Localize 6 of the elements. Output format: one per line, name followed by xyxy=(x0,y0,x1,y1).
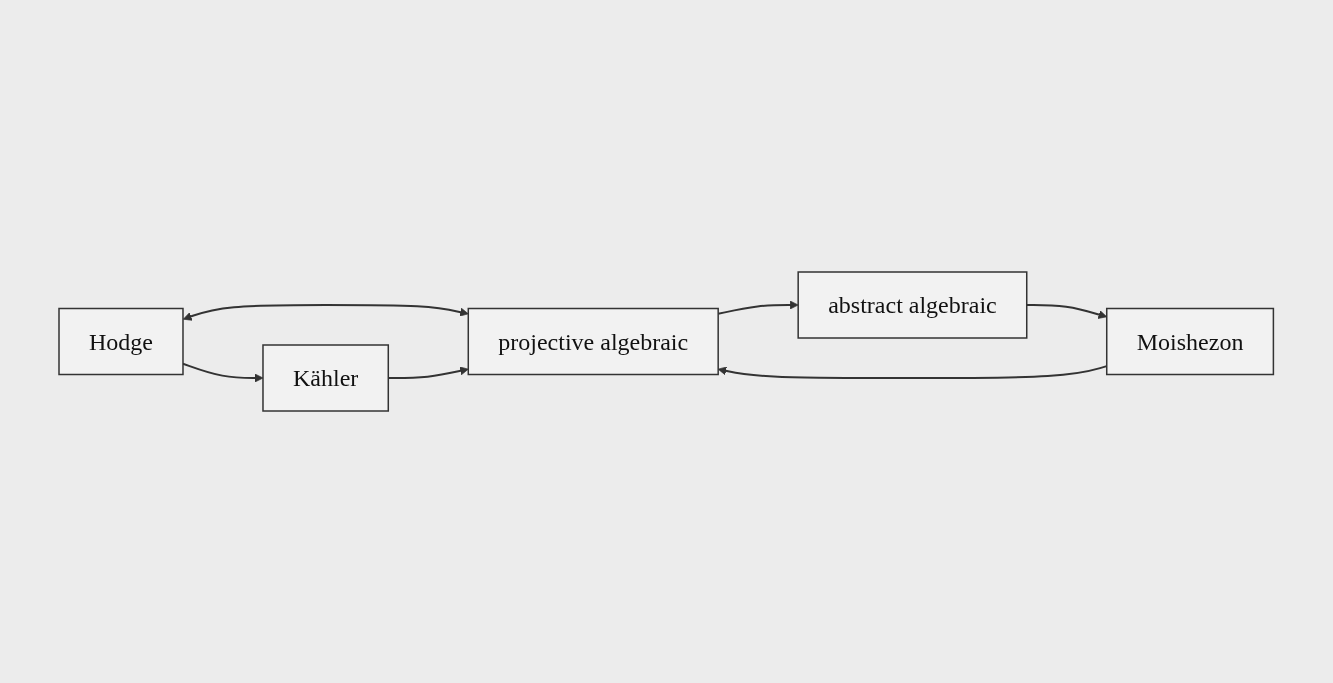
node-box: projective algebraic xyxy=(467,307,720,376)
node-box: Hodge xyxy=(58,307,185,376)
node-box: abstract algebraic xyxy=(797,271,1028,339)
node-box: Moishezon xyxy=(1106,307,1275,376)
node-box: Kähler xyxy=(262,344,390,412)
arrow xyxy=(183,304,469,321)
